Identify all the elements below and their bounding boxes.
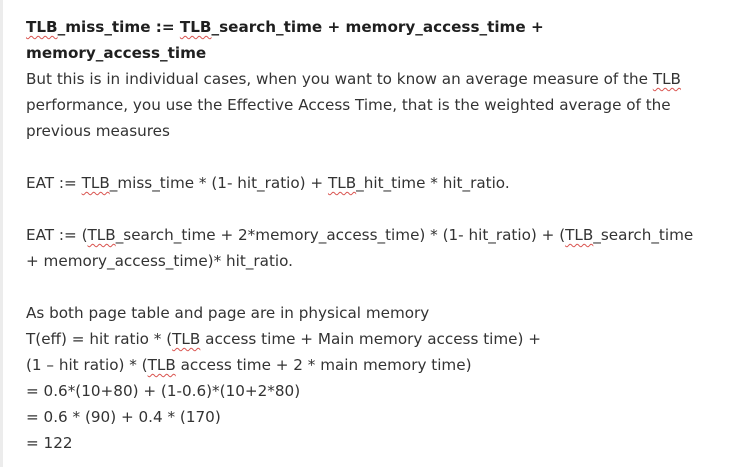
eat-formula-2-line1: EAT := (TLB_search_time + 2*memory_acces… bbox=[26, 226, 694, 244]
spellcheck-word: TLB bbox=[652, 70, 681, 88]
spellcheck-word: TLB bbox=[179, 18, 212, 36]
eat-formula-1: EAT := TLB_miss_time * (1- hit_ratio) + … bbox=[26, 174, 510, 192]
spellcheck-word: TLB bbox=[147, 356, 176, 374]
spellcheck-word: TLB bbox=[81, 174, 110, 192]
calculation-result: = 122 bbox=[26, 434, 73, 452]
intro-line1: But this is in individual cases, when yo… bbox=[26, 70, 681, 88]
spellcheck-word: TLB bbox=[26, 18, 58, 36]
spellcheck-word: TLB bbox=[565, 226, 594, 244]
tlb-miss-time-formula-line2: memory_access_time bbox=[26, 44, 207, 62]
left-border bbox=[0, 0, 3, 467]
calculation-step-1: = 0.6*(10+80) + (1-0.6)*(10+2*80) bbox=[26, 382, 301, 400]
example-intro: As both page table and page are in physi… bbox=[26, 304, 430, 322]
tlb-miss-time-formula-line1: TLB_miss_time := TLB_search_time + memor… bbox=[26, 18, 544, 36]
eat-formula-2-line2: + memory_access_time)* hit_ratio. bbox=[26, 252, 294, 270]
teff-formula: T(eff) = hit ratio * (TLB access time + … bbox=[26, 330, 542, 348]
miss-term: (1 – hit ratio) * (TLB access time + 2 *… bbox=[26, 356, 472, 374]
spellcheck-word: TLB bbox=[172, 330, 201, 348]
intro-line3: previous measures bbox=[26, 122, 170, 140]
spacer bbox=[26, 274, 726, 300]
spellcheck-word: TLB bbox=[87, 226, 116, 244]
answer-body: TLB_miss_time := TLB_search_time + memor… bbox=[26, 14, 726, 456]
spellcheck-word: TLB bbox=[327, 174, 357, 192]
spacer bbox=[26, 144, 726, 170]
calculation-step-2: = 0.6 * (90) + 0.4 * (170) bbox=[26, 408, 221, 426]
intro-line2: performance, you use the Effective Acces… bbox=[26, 96, 671, 114]
spacer bbox=[26, 196, 726, 222]
